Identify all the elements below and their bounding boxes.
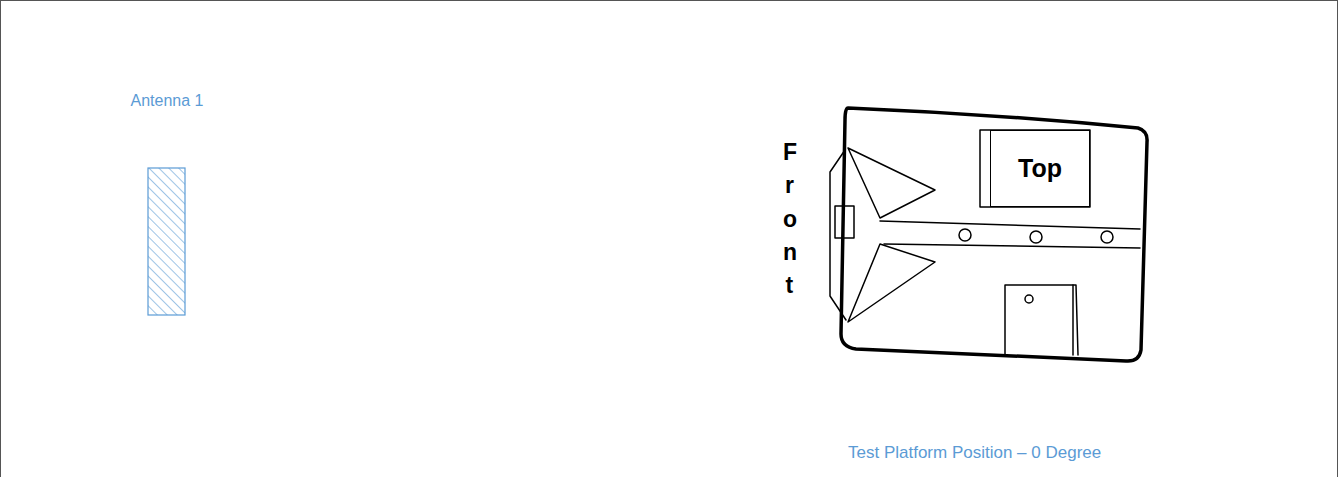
antenna-symbol	[148, 168, 185, 315]
shirt-drawing	[830, 108, 1147, 361]
node-text: Antenna 1	[131, 92, 204, 110]
antenna-node: Antenna 1	[112, 92, 222, 322]
tag-box: Top	[990, 130, 1090, 207]
position-caption: Test Platform Position – 0 Degree	[848, 443, 1101, 463]
node-text: Top	[1018, 154, 1062, 183]
front-label: Front	[783, 136, 796, 303]
